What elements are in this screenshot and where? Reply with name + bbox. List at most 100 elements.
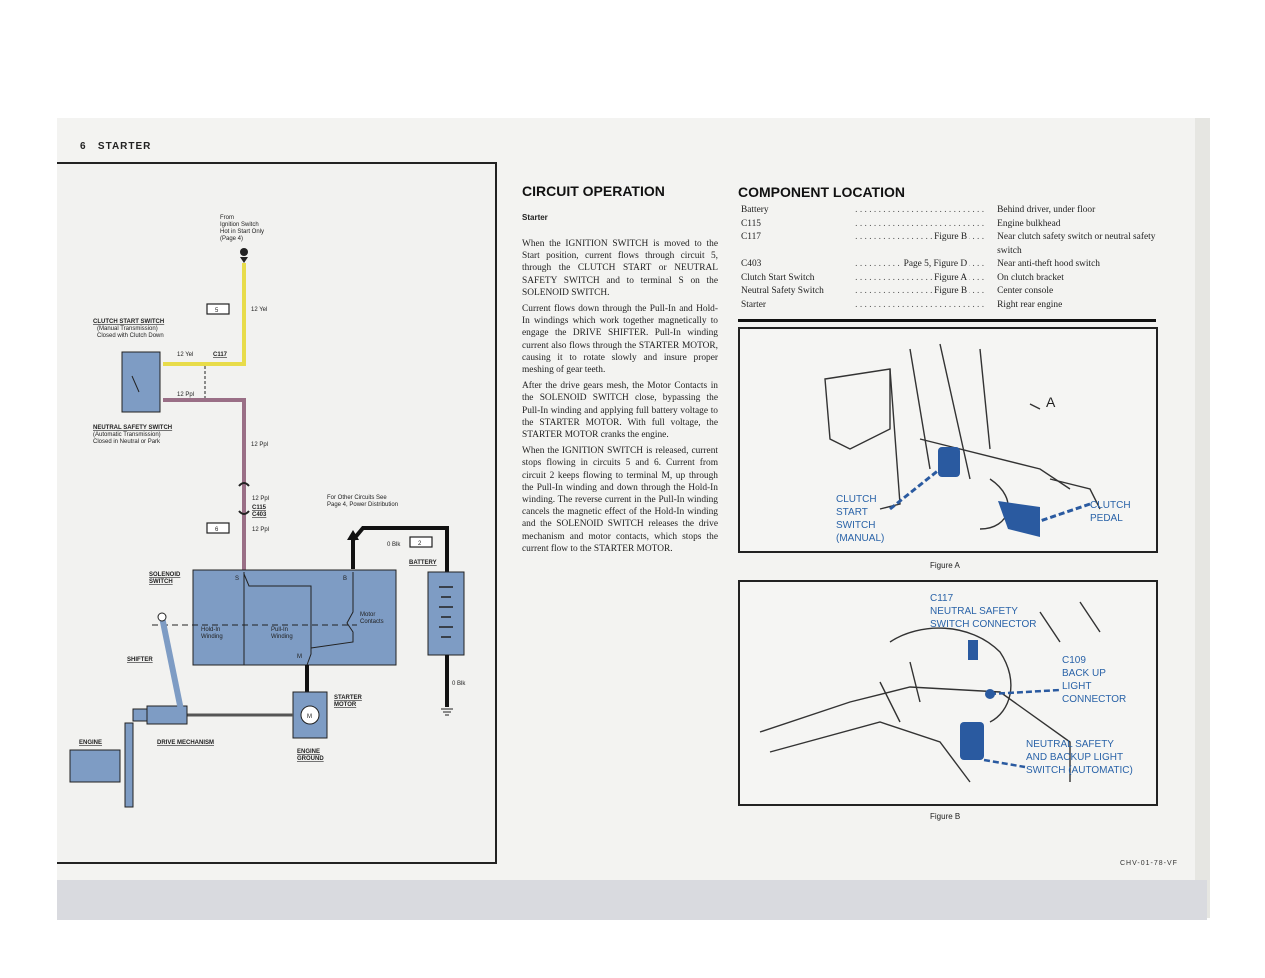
connector-label: C117	[213, 352, 228, 358]
component-location: On clutch bracket	[997, 272, 1064, 283]
ground-icon	[441, 708, 453, 716]
wire-label: 12 Ppl	[177, 392, 194, 398]
callout-line: CLUTCH	[1090, 500, 1131, 511]
page-number: 6	[80, 141, 87, 152]
neutral-safety-switch-part	[960, 722, 984, 760]
neutral-switch-note: (Automatic Transmission)	[93, 432, 161, 438]
engine-ground-label: ENGINE	[297, 749, 320, 755]
pivot-icon	[157, 612, 167, 622]
clutch-switch-part	[938, 447, 960, 477]
callout-line: BACK UP	[1062, 668, 1106, 679]
leader-dots: . . . . . . . . . . . . . . . . . . . . …	[855, 231, 997, 258]
from-label: Ignition Switch	[220, 222, 259, 228]
circuit-number: 5	[215, 308, 219, 314]
circuit-box	[206, 303, 230, 315]
arrow-up-icon	[347, 530, 359, 540]
battery-cells-icon	[439, 586, 453, 638]
callout-line: (MANUAL)	[836, 533, 885, 544]
paragraph: When the IGNITION SWITCH is released, cu…	[522, 446, 718, 554]
flywheel-gear	[124, 722, 134, 808]
wire-label: 12 Yel	[177, 352, 193, 358]
terminal-label: B	[343, 576, 347, 582]
component-location: Near clutch safety switch or neutral saf…	[997, 232, 1156, 256]
component-figure: Figure A	[932, 271, 970, 285]
component-row: C403. . . . . . . . . . . . . . . . . . …	[741, 258, 1156, 272]
neutral-switch-label: NEUTRAL SAFETY SWITCH	[93, 425, 172, 431]
component-name: Battery	[741, 205, 769, 215]
component-row: Starter. . . . . . . . . . . . . . . . .…	[741, 299, 1156, 313]
component-name: Clutch Start Switch	[741, 272, 815, 283]
note: For Other Circuits See	[327, 495, 387, 501]
component-location: Right rear engine	[997, 299, 1063, 310]
solenoid-label: SOLENOID	[149, 572, 181, 578]
purple-wire	[163, 398, 246, 570]
circuit-number: 6	[215, 527, 219, 533]
connector-label: C403	[252, 512, 267, 518]
wire-label: 12 Ppl	[252, 527, 269, 533]
winding-label: Hold-In	[201, 627, 220, 633]
callout-neutral-safety-switch: NEUTRAL SAFETY AND BACKUP LIGHT SWITCH (…	[1026, 738, 1133, 777]
arrow-down-icon	[240, 257, 248, 263]
leader-dots: . . . . . . . . . . . . . . . . . . . . …	[855, 299, 985, 310]
starter-motor-label: STARTER	[334, 695, 363, 701]
leader-dots: . . . . . . . . . . . . . . . . . . . . …	[855, 285, 997, 299]
battery-cable	[351, 526, 449, 572]
terminal-label: M	[297, 654, 302, 660]
contacts-label: Motor	[360, 612, 375, 618]
page-header: 6 STARTER	[80, 141, 151, 152]
circuit-subtitle: Starter	[522, 213, 548, 222]
starter-wiring-diagram: From Ignition Switch Hot in Start Only (…	[69, 215, 466, 808]
component-location-table: Battery . . . . . . . . . . . . . . . . .…	[741, 204, 1156, 312]
paragraph: After the drive gears mesh, the Motor Co…	[522, 381, 718, 441]
component-figure: Figure B	[932, 285, 970, 299]
leader-dots: . . . . . . . . . . . . . . . . . . . . …	[855, 205, 985, 215]
pinion	[132, 708, 148, 722]
component-name: C115	[741, 218, 761, 229]
component-row: C117 . . . . . . . . . . . . . . . . . . …	[741, 231, 1156, 258]
circuit-operation-title: CIRCUIT OPERATION	[522, 183, 665, 199]
page-edge	[1195, 118, 1210, 918]
motor-icon	[300, 705, 320, 725]
component-location-title: COMPONENT LOCATION	[738, 184, 905, 200]
callout-line: SWITCH CONNECTOR	[930, 619, 1037, 630]
shifter-label: SHIFTER	[127, 657, 153, 663]
callout-line: SWITCH	[836, 520, 876, 531]
clutch-neutral-switch	[121, 351, 161, 413]
winding-label: Winding	[271, 634, 293, 640]
component-location: Engine bulkhead	[997, 218, 1061, 229]
wire-label: 12 Ppl	[252, 496, 269, 502]
circuit-operation-text: When the IGNITION SWITCH is moved to the…	[522, 238, 718, 559]
paragraph: Current flows down through the Pull-In a…	[522, 304, 718, 376]
neutral-switch-note: Closed in Neutral or Park	[93, 439, 161, 445]
circuit-box	[409, 536, 433, 548]
winding-label: Winding	[201, 634, 223, 640]
leader-dots: . . . . . . . . . . . . . . . . . . . . …	[855, 218, 985, 229]
component-location: Near anti-theft hood switch	[997, 259, 1100, 269]
wire-label: 12 Ppl	[251, 442, 268, 448]
motor-letter: M	[307, 714, 312, 720]
component-name: C117	[741, 232, 761, 242]
from-label: (Page 4)	[220, 236, 243, 242]
clutch-bracket-illustration: A	[824, 343, 1101, 537]
yellow-wire	[163, 263, 246, 366]
winding-label: Pull-In	[271, 627, 288, 633]
engine-ground-label: GROUND	[297, 756, 324, 762]
callout-line: CLUTCH	[836, 494, 877, 505]
clutch-switch-label: CLUTCH START SWITCH	[93, 319, 164, 325]
callout-line: LIGHT	[1062, 681, 1092, 692]
clutch-switch-note: (Manual Transmission)	[97, 326, 158, 332]
component-row: Neutral Safety Switch. . . . . . . . . .…	[741, 285, 1156, 299]
console-illustration	[759, 601, 1101, 783]
leader-dots: . . . . . . . . . . . . . . . . . . . . …	[855, 271, 997, 285]
callout-line: AND BACKUP LIGHT	[1026, 752, 1124, 763]
component-row: Clutch Start Switch . . . . . . . . . . .…	[741, 271, 1156, 285]
callout-line: CONNECTOR	[1062, 694, 1127, 705]
document-code: CHV-01-78-VF	[1120, 860, 1178, 867]
starter-motor-label: MOTOR	[334, 702, 357, 708]
from-label: From	[220, 215, 234, 221]
component-row: C115 . . . . . . . . . . . . . . . . . . …	[741, 218, 1156, 232]
callout-line: PEDAL	[1090, 513, 1123, 524]
shifter-lever	[159, 616, 185, 716]
connector-c403-icon	[238, 510, 250, 515]
component-row: Battery . . . . . . . . . . . . . . . . .…	[741, 204, 1156, 218]
